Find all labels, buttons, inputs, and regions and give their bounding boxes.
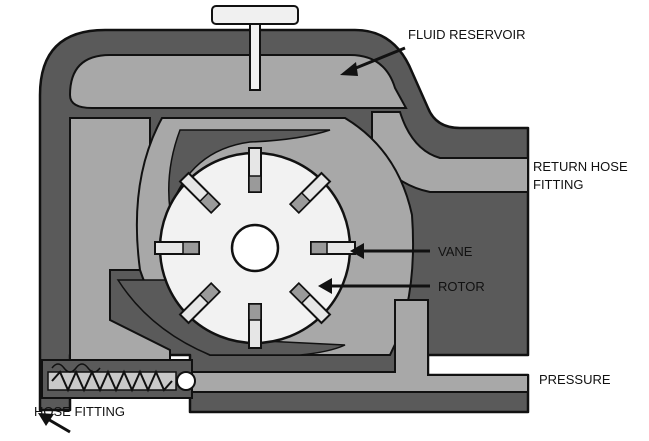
arrow-hose-fitting-head [38,413,54,426]
relief-valve-ball [176,371,196,391]
arrow-fluid-reservoir-head [340,62,358,76]
cam-ring-wedge [168,129,331,211]
reservoir-cap [211,5,299,25]
label-return-hose-line1: RETURN HOSE [533,159,628,174]
arrow-hose-fitting [45,416,71,434]
vane-315 [178,171,222,215]
arrow-vane-head [350,243,364,259]
label-vane: VANE [438,244,473,259]
pressure-passage [189,299,529,393]
callout-arrows [38,46,430,434]
fluid-reservoir-chamber [68,54,408,109]
upper-wavy-seal [51,363,101,373]
label-rotor: ROTOR [438,279,485,294]
vane-45 [288,171,332,215]
dipstick [249,23,261,91]
vane-180 [248,303,262,349]
label-hose-fitting: HOSE FITTING [34,404,125,419]
vane-90 [310,241,356,255]
vane-0 [248,147,262,193]
label-pressure: PRESSURE [539,372,611,387]
vane-135 [288,281,332,325]
label-return-hose-line2: FITTING [533,177,584,192]
relief-valve-spring [51,369,173,393]
vane-225 [178,281,222,325]
arrow-rotor-head [318,278,332,294]
vanes [154,147,356,349]
vane-270 [154,241,200,255]
label-fluid-reservoir: FLUID RESERVOIR [408,27,526,42]
rotor-hub [230,223,280,273]
